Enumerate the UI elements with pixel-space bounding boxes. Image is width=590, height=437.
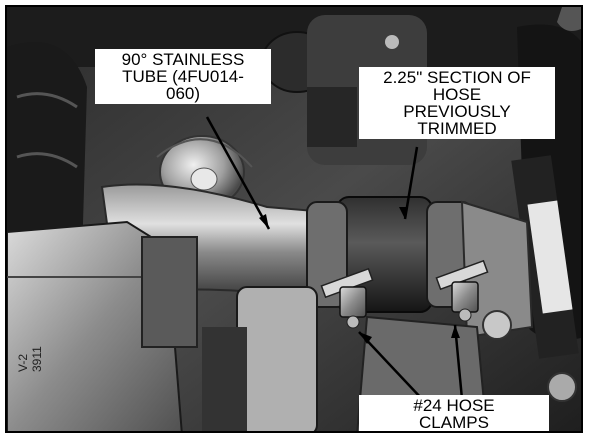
callout-hose-line: PREVIOUSLY <box>403 102 511 121</box>
bracket-bottom <box>236 286 318 431</box>
callout-tube-line: TUBE (4FU014- <box>122 67 244 86</box>
callout-hose-clamps: #24 HOSE CLAMPS <box>359 395 549 432</box>
stamp-text-a: V-2 <box>16 354 30 372</box>
stamp-text-b: 3911 <box>30 346 44 372</box>
callout-tube-line: 90° STAINLESS <box>121 50 245 69</box>
left-hose <box>7 42 87 271</box>
callout-tube-line: 060) <box>165 84 201 103</box>
bolt <box>385 35 399 49</box>
hose-clamp-left <box>320 267 374 329</box>
hose-label <box>527 200 573 314</box>
callout-hose-section: 2.25" SECTION OF HOSE PREVIOUSLY TRIMMED <box>359 67 555 139</box>
callout-clamps-line: CLAMPS <box>419 413 489 432</box>
part-stamp: V-2 3911 <box>16 346 44 372</box>
callout-hose-line: TRIMMED <box>417 119 497 138</box>
hose-clamp-right <box>435 259 489 322</box>
leader-line-clamp-left <box>358 331 423 400</box>
engine-photo: V-2 3911 90° STAINLESS TUBE (4FU014- 060… <box>5 5 583 433</box>
leader-line-tube <box>205 116 271 230</box>
callout-clamps-line: #24 HOSE <box>413 396 495 415</box>
callout-stainless-tube: 90° STAINLESS TUBE (4FU014- 060) <box>95 49 271 104</box>
callout-hose-line: HOSE <box>432 85 482 104</box>
callout-hose-line: 2.25" SECTION OF <box>383 68 531 87</box>
